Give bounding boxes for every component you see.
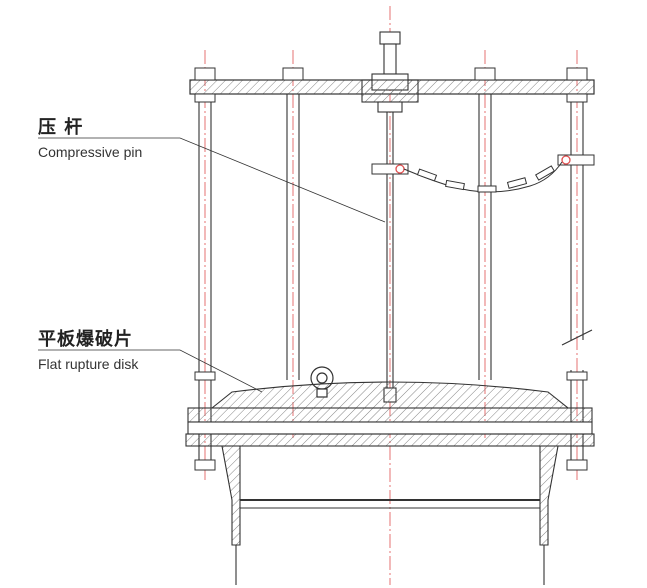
compressive-pin-label-cn: 压 杆 xyxy=(38,117,84,138)
tie-rods xyxy=(198,94,593,470)
lifting-eye xyxy=(310,366,334,398)
flat-rupture-disk-label-cn: 平板爆破片 xyxy=(38,329,133,350)
flange-bolts xyxy=(194,371,588,471)
nozzle-body xyxy=(221,445,559,585)
top-nuts xyxy=(194,67,588,103)
central-hub xyxy=(361,31,419,113)
flat-rupture-disk-label-en: Flat rupture disk xyxy=(38,356,139,372)
flat-rupture-disk xyxy=(210,381,570,409)
bottom-flange xyxy=(185,407,595,447)
compressive-pin-label-en: Compressive pin xyxy=(38,144,143,160)
safety-chain xyxy=(371,154,595,193)
leader-lines xyxy=(38,137,386,393)
